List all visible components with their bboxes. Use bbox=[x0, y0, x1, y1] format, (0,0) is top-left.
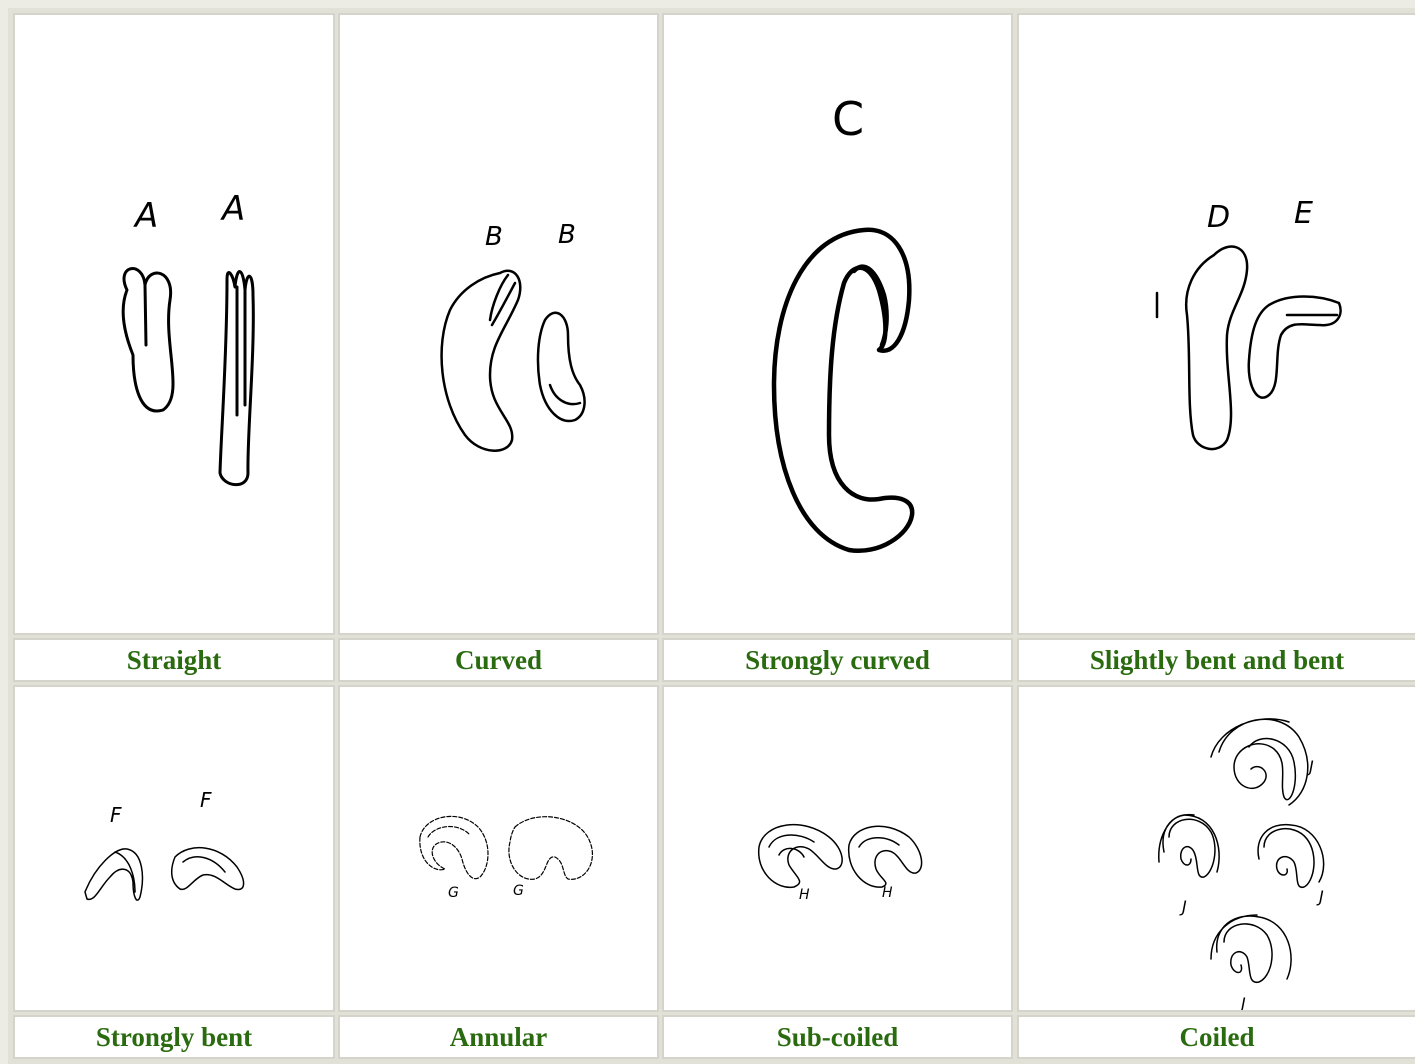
letter-j-4: J bbox=[1238, 994, 1246, 1012]
embryo-strongly-bent-2 bbox=[172, 848, 244, 890]
letter-d: D bbox=[1207, 200, 1230, 235]
letter-f-1: F bbox=[110, 803, 122, 827]
letter-a-2: A bbox=[220, 189, 245, 229]
coiled-embryo-drawing: J J J J bbox=[1019, 687, 1415, 1012]
letter-b-2: B bbox=[558, 220, 576, 250]
embryo-straight-1 bbox=[123, 269, 173, 411]
strongly-bent-embryo-drawing: F F bbox=[15, 687, 335, 1012]
letter-a-1: A bbox=[133, 196, 158, 236]
label-slightly-bent-and-bent: Slightly bent and bent bbox=[1017, 638, 1415, 682]
embryo-bent bbox=[1249, 297, 1341, 398]
label-curved: Curved bbox=[338, 638, 659, 682]
letter-g-2: G bbox=[513, 883, 524, 899]
embryo-strongly-bent-1 bbox=[85, 849, 142, 900]
image-cell-curved: B B bbox=[338, 13, 659, 635]
image-cell-annular: G G bbox=[338, 685, 659, 1012]
letter-e: E bbox=[1294, 196, 1313, 231]
embryo-curved-1 bbox=[442, 271, 521, 451]
letter-f-2: F bbox=[200, 788, 212, 812]
embryo-coiled-2 bbox=[1159, 815, 1219, 878]
label-strongly-curved: Strongly curved bbox=[662, 638, 1013, 682]
image-cell-strongly-bent: F F bbox=[13, 685, 335, 1012]
embryo-strongly-curved bbox=[774, 230, 912, 551]
label-sub-coiled: Sub-coiled bbox=[662, 1015, 1013, 1059]
sub-coiled-embryo-drawing: H H bbox=[664, 687, 1013, 1012]
embryo-sub-coiled-1 bbox=[759, 825, 842, 888]
image-cell-coiled: J J J J bbox=[1017, 685, 1415, 1012]
letter-g-1: G bbox=[448, 885, 459, 901]
label-annular: Annular bbox=[338, 1015, 659, 1059]
image-cell-slightly-bent: D E bbox=[1017, 13, 1415, 635]
label-coiled: Coiled bbox=[1017, 1015, 1415, 1059]
embryo-shape-table: A A B B C D E Straight Curved Strongly bbox=[8, 8, 1415, 1064]
embryo-straight-2 bbox=[220, 272, 253, 485]
embryo-slightly-bent bbox=[1186, 247, 1247, 449]
letter-b-1: B bbox=[485, 222, 503, 252]
bent-embryo-drawing: D E bbox=[1019, 15, 1415, 635]
embryo-coiled-1 bbox=[1211, 719, 1308, 805]
embryo-curved-2 bbox=[538, 313, 585, 421]
strongly-curved-embryo-drawing: C bbox=[664, 15, 1013, 635]
embryo-annular-2 bbox=[509, 817, 593, 880]
embryo-sub-coiled-2 bbox=[849, 826, 922, 887]
label-straight: Straight bbox=[13, 638, 335, 682]
annular-embryo-drawing: G G bbox=[340, 687, 659, 1012]
embryo-annular-1 bbox=[420, 816, 488, 878]
embryo-coiled-4 bbox=[1211, 915, 1291, 982]
letter-c: C bbox=[832, 92, 864, 146]
straight-embryo-drawing: A A bbox=[15, 15, 335, 635]
image-cell-sub-coiled: H H bbox=[662, 685, 1013, 1012]
curved-embryo-drawing: B B bbox=[340, 15, 659, 635]
embryo-coiled-3 bbox=[1258, 825, 1324, 888]
letter-j-2: J bbox=[1179, 897, 1187, 916]
letter-j-3: J bbox=[1316, 887, 1324, 906]
label-strongly-bent: Strongly bent bbox=[13, 1015, 335, 1059]
image-cell-straight: A A bbox=[13, 13, 335, 635]
letter-h-2: H bbox=[882, 885, 893, 901]
letter-h-1: H bbox=[799, 887, 810, 903]
image-cell-strongly-curved: C bbox=[662, 13, 1013, 635]
